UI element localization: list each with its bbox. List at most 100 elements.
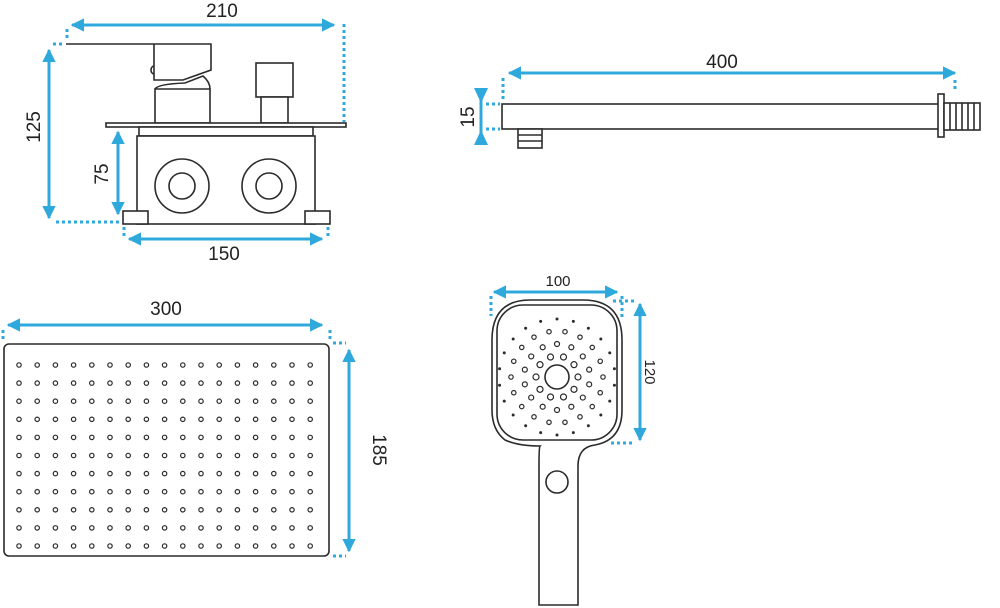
nozzle [70,362,77,368]
nozzle [234,416,241,423]
mixer-lever [66,43,212,81]
nozzle [216,398,223,405]
nozzle [528,394,535,401]
nozzle [270,380,277,386]
nozzle [198,416,204,423]
nozzle [234,452,241,459]
nozzle [252,434,259,441]
nozzle [52,416,59,423]
nozzle [161,434,168,441]
nozzle [52,452,59,459]
nozzle [180,434,186,441]
hand-nozzles [498,317,616,437]
nozzle [143,434,150,441]
nozzle [34,398,41,405]
nozzle [571,319,575,323]
nozzle [498,367,502,371]
nozzle [125,380,132,386]
nozzle [510,358,517,365]
nozzle [570,361,578,369]
nozzle [216,525,223,531]
nozzle [34,380,41,386]
nozzle [180,488,186,495]
diverter-knob [255,62,294,98]
nozzle [161,416,168,423]
nozzle [270,416,277,423]
nozzle [270,525,277,531]
nozzle [600,374,606,380]
nozzle [307,525,314,531]
nozzle [577,414,583,420]
nozzle [198,398,204,405]
nozzle [34,470,41,477]
nozzle [198,488,204,495]
mixer-height-label: 125 [24,111,45,143]
rain-nozzle-grid [16,362,314,549]
nozzle [553,340,561,348]
nozzle [34,452,41,459]
nozzle [107,470,113,477]
nozzle [216,452,223,459]
nozzle [107,506,113,513]
nozzle [107,416,113,423]
nozzle [52,506,59,513]
nozzle [107,398,113,405]
nozzle [289,362,295,368]
nozzle [521,381,528,388]
nozzle [589,403,596,410]
nozzle [270,506,277,513]
nozzle [252,452,259,459]
nozzle [198,470,204,477]
nozzle [234,362,241,368]
nozzle [198,380,204,386]
nozzle [518,403,525,410]
nozzle [34,434,41,441]
nozzle [52,488,59,495]
nozzle [34,362,41,368]
nozzle [577,334,583,340]
nozzle [289,543,295,549]
nozzle [143,543,150,549]
nozzle [70,488,77,495]
nozzle [143,380,150,386]
nozzle [252,416,259,423]
nozzle [289,380,295,386]
nozzle [270,470,277,477]
nozzle [289,452,295,459]
nozzle [252,470,259,477]
nozzle [143,525,150,531]
nozzle [161,525,168,531]
nozzle [270,543,277,549]
nozzle [559,353,568,361]
nozzle [289,416,295,423]
nozzle [555,317,559,321]
nozzle [270,452,277,459]
nozzle [52,543,59,549]
nozzle [89,488,95,495]
nozzle [16,470,22,477]
nozzle [107,380,113,386]
nozzle [234,525,241,531]
nozzle [125,488,132,495]
nozzle [89,525,95,531]
nozzle [70,416,77,423]
nozzle [539,319,543,323]
nozzle [198,452,204,459]
nozzle [16,452,22,459]
nozzle [252,380,259,386]
nozzle [16,380,22,386]
nozzle [216,543,223,549]
nozzle [270,362,277,368]
nozzle [608,399,612,403]
nozzle [612,383,616,387]
nozzle [34,543,41,549]
nozzle [252,362,259,368]
nozzle [125,506,132,513]
nozzle [180,543,186,549]
nozzle [521,366,528,373]
nozzle [198,506,204,513]
hand-width-label: 100 [545,273,570,290]
nozzle [252,398,259,405]
nozzle [16,434,22,441]
nozzle [16,416,22,423]
